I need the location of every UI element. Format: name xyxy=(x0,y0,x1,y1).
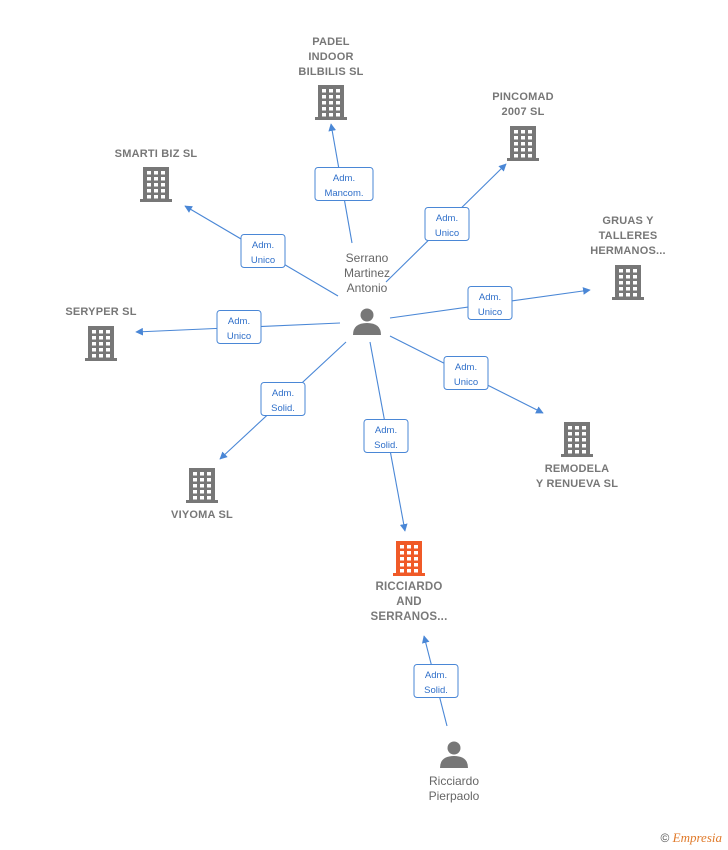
role-badge-text: Unico xyxy=(435,228,459,239)
node-label-line: SMARTI BIZ SL xyxy=(115,148,198,160)
role-badge-text: Unico xyxy=(251,255,275,266)
role-badge[interactable]: Adm. Unico xyxy=(216,310,262,344)
node-label-line: SERYPER SL xyxy=(65,306,136,318)
node-label-line: PADEL xyxy=(312,36,350,48)
role-badge[interactable]: Adm. Unico xyxy=(443,356,489,390)
node-label-line: TALLERES xyxy=(599,230,658,242)
company-node-gruas[interactable]: GRUAS Y TALLERES HERMANOS... xyxy=(590,215,666,300)
edge-serrano-viyoma: Adm. Solid. xyxy=(219,341,347,460)
edge-serrano-seryper: Adm. Unico xyxy=(135,310,341,344)
role-badge[interactable]: Adm. Solid. xyxy=(363,419,409,453)
edge-serrano-smarti: Adm. Unico xyxy=(184,205,339,297)
node-label-line: REMODELA xyxy=(545,463,610,475)
edge-ricciardo-ricciardo_serranos: Adm. Solid. xyxy=(413,635,459,727)
role-badge-text: Adm. xyxy=(252,240,274,251)
role-badge-text: Adm. xyxy=(436,213,458,224)
role-badge-text: Unico xyxy=(227,331,251,342)
role-badge-text: Adm. xyxy=(375,425,397,436)
person-icon xyxy=(353,308,381,335)
node-label-line: BILBILIS SL xyxy=(298,66,363,78)
role-badge-box xyxy=(260,382,306,416)
footer-credit[interactable]: © Empresia xyxy=(660,830,722,846)
building-icon xyxy=(85,326,117,361)
node-label-line: GRUAS Y xyxy=(602,215,654,227)
building-icon xyxy=(612,265,644,300)
role-badge-text: Adm. xyxy=(455,362,477,373)
company-node-ricciardo_serranos[interactable]: RICCIARDO AND SERRANOS... xyxy=(371,541,448,623)
edges-layer: Adm.Mancom.Adm.UnicoAdm.UnicoAdm.UnicoAd… xyxy=(135,123,591,727)
role-badge[interactable]: Adm. Unico xyxy=(424,207,470,241)
company-node-smarti[interactable]: SMARTI BIZ SL xyxy=(115,148,198,202)
node-label-line: Serrano xyxy=(346,251,389,265)
edge-serrano-pincomad: Adm. Unico xyxy=(385,163,507,283)
building-icon xyxy=(140,167,172,202)
role-badge[interactable]: Adm. Solid. xyxy=(413,664,459,698)
building-icon xyxy=(315,85,347,120)
node-label-line: Pierpaolo xyxy=(429,789,480,803)
role-badge-text: Solid. xyxy=(374,440,398,451)
building-icon xyxy=(507,126,539,161)
node-label-line: Martinez xyxy=(344,266,390,280)
edge-serrano-padel: Adm. Mancom. xyxy=(314,123,374,244)
node-label-line: Antonio xyxy=(347,281,388,295)
edge-serrano-remodela: Adm. Unico xyxy=(389,335,544,414)
role-badge-text: Unico xyxy=(454,377,478,388)
role-badge-text: Adm. xyxy=(479,292,501,303)
role-badge-box xyxy=(424,207,470,241)
node-label-line: 2007 SL xyxy=(502,106,545,118)
node-label-line: AND xyxy=(396,596,422,608)
node-label-line: Y RENUEVA SL xyxy=(536,478,618,490)
edge-serrano-ricciardo_serranos: Adm. Solid. xyxy=(363,341,409,532)
role-badge-box xyxy=(314,167,374,201)
company-node-viyoma[interactable]: VIYOMA SL xyxy=(171,468,233,521)
role-badge-box xyxy=(216,310,262,344)
nodes-layer: SerranoMartinezAntonioRicciardoPierpaolo… xyxy=(65,36,665,803)
node-label-line: INDOOR xyxy=(308,51,353,63)
role-badge[interactable]: Adm. Unico xyxy=(467,286,513,320)
role-badge-text: Mancom. xyxy=(324,188,363,199)
company-node-padel[interactable]: PADEL INDOOR BILBILIS SL xyxy=(298,36,363,120)
building-icon xyxy=(393,541,425,576)
node-label-line: HERMANOS... xyxy=(590,245,666,257)
edge-serrano-gruas: Adm. Unico xyxy=(389,286,591,320)
person-icon xyxy=(440,741,468,768)
role-badge-box xyxy=(240,234,286,268)
copyright-symbol: © xyxy=(660,831,670,845)
role-badge[interactable]: Adm. Solid. xyxy=(260,382,306,416)
role-badge-box xyxy=(467,286,513,320)
company-node-seryper[interactable]: SERYPER SL xyxy=(65,306,137,361)
brand-logo: Empresia xyxy=(672,830,722,845)
company-node-pincomad[interactable]: PINCOMAD 2007 SL xyxy=(492,91,554,161)
node-label-line: Ricciardo xyxy=(429,774,479,788)
role-badge[interactable]: Adm. Mancom. xyxy=(314,167,374,201)
node-label-line: RICCIARDO xyxy=(376,581,443,593)
role-badge-text: Unico xyxy=(478,307,502,318)
role-badge-text: Adm. xyxy=(333,173,355,184)
role-badge-box xyxy=(363,419,409,453)
role-badge[interactable]: Adm. Unico xyxy=(240,234,286,268)
role-badge-text: Adm. xyxy=(228,316,250,327)
role-badge-text: Adm. xyxy=(425,670,447,681)
node-label-line: VIYOMA SL xyxy=(171,509,233,521)
node-label-line: SERRANOS... xyxy=(371,611,448,623)
role-badge-box xyxy=(443,356,489,390)
node-label-line: PINCOMAD xyxy=(492,91,554,103)
role-badge-box xyxy=(413,664,459,698)
role-badge-text: Adm. xyxy=(272,388,294,399)
role-badge-text: Solid. xyxy=(271,403,295,414)
role-badge-text: Solid. xyxy=(424,685,448,696)
company-node-remodela[interactable]: REMODELA Y RENUEVA SL xyxy=(536,422,618,490)
building-icon xyxy=(561,422,593,457)
building-icon xyxy=(186,468,218,503)
